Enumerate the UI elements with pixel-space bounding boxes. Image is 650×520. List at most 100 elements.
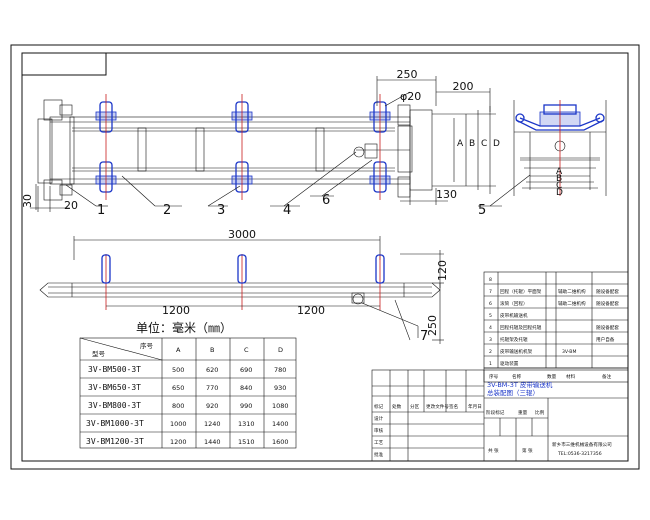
parts-header-no: 序号 — [489, 373, 499, 380]
spec-cell: 500 — [172, 366, 184, 374]
end-view: A B C D — [513, 100, 607, 198]
dim-20: 20 — [64, 199, 78, 212]
spec-cell: 920 — [206, 402, 218, 410]
end-dim-b: B — [556, 174, 562, 184]
inner-border — [21, 52, 629, 462]
tb-company: 新乡市三维机械设备有限公司 — [552, 441, 612, 448]
parts-header-qty: 数量 — [547, 373, 557, 380]
parts-name: 皮带输送机机架 — [500, 348, 533, 355]
dim-3000: 3000 — [228, 228, 256, 241]
tb-change-doc: 更改文件号 — [426, 403, 449, 410]
spec-cell: 780 — [274, 366, 286, 374]
spec-col-d: D — [278, 346, 283, 354]
dim-250-top: 250 — [397, 68, 418, 81]
spec-cell: 1400 — [272, 420, 289, 428]
spec-cell: 1440 — [204, 438, 221, 446]
dim-phi20: φ20 — [400, 90, 421, 103]
parts-no: 8 — [489, 277, 492, 283]
tb-review: 审核 — [374, 427, 384, 434]
parts-material: 辅助二维机构 — [558, 300, 586, 307]
spec-cell: 800 — [172, 402, 184, 410]
side-view: 3000 1200 1200 120 250 7 — [39, 228, 449, 344]
spec-row-model: 3V-BM1200-3T — [86, 437, 144, 446]
parts-header-name: 名称 — [512, 373, 522, 380]
parts-header-material: 材料 — [566, 373, 576, 380]
spec-cell: 620 — [206, 366, 218, 374]
spec-cell: 1080 — [272, 402, 289, 410]
spec-cell: 1510 — [238, 438, 255, 446]
tb-design: 设计 — [374, 415, 384, 422]
tb-signature: 签名 — [449, 403, 458, 410]
spec-col-b: B — [210, 346, 214, 354]
parts-note: 随设备配套 — [596, 324, 619, 331]
tb-approve: 批准 — [374, 451, 384, 458]
spec-cell: 650 — [172, 384, 184, 392]
spec-cell: 1600 — [272, 438, 289, 446]
spec-header-model: 型号 — [92, 349, 106, 358]
spec-row-model: 3V-BM500-3T — [88, 365, 141, 374]
parts-header-note: 备注 — [602, 373, 612, 380]
parts-name: 滚筒（回程） — [500, 300, 528, 307]
end-dim-a: A — [556, 167, 563, 177]
dim-130: 130 — [436, 188, 457, 201]
callout-5: 5 — [478, 203, 486, 218]
spec-cell: 1000 — [170, 420, 187, 428]
tb-process: 工艺 — [374, 440, 384, 446]
idler-set-2 — [231, 94, 253, 200]
callout-2: 2 — [163, 203, 171, 218]
parts-no: 6 — [489, 301, 492, 307]
title-block: 标记 处数 分区 更改文件号 签名 年月日 设计 审核 工艺 批准 3V-BM-… — [371, 369, 629, 462]
tb-weight: 重量 — [518, 409, 528, 416]
tb-sheet-total: 共 张 — [488, 447, 499, 454]
dim-250-side: 250 — [426, 315, 439, 336]
dim-200: 200 — [453, 80, 474, 93]
tb-mark: 标记 — [374, 403, 384, 410]
parts-note: 用户自备 — [596, 336, 615, 343]
dim-30: 30 — [21, 194, 34, 208]
tb-zone: 分区 — [410, 403, 420, 410]
spec-row-model: 3V-BM650-3T — [88, 383, 141, 392]
parts-name: 皮带机输送机 — [500, 312, 528, 319]
idler-set-1 — [95, 94, 117, 200]
top-view — [37, 99, 433, 201]
callout-1: 1 — [97, 203, 105, 218]
tb-title-line1: 3V-BM-3T 皮带输送机 — [487, 380, 553, 389]
spec-cell: 930 — [274, 384, 286, 392]
parts-no: 1 — [489, 361, 492, 367]
parts-note: 随设备配套 — [596, 288, 619, 295]
parts-no: 7 — [489, 289, 492, 295]
unit-label: 单位：毫米（㎜） — [136, 320, 232, 335]
tb-tel: TEL:0536-3217356 — [557, 451, 602, 457]
tb-stage: 阶段标记 — [486, 409, 505, 416]
spec-cell: 840 — [240, 384, 252, 392]
dim-a: A — [457, 139, 464, 149]
dim-d: D — [493, 139, 500, 149]
spec-cell: 1240 — [204, 420, 221, 428]
callout-4: 4 — [283, 203, 291, 218]
parts-name: 回程（托辊）平面架 — [500, 288, 542, 295]
dim-120: 120 — [436, 260, 449, 281]
parts-name: 回程托辊及回程托辊 — [500, 324, 542, 331]
idler-set-3 — [369, 94, 391, 200]
parts-note: 随设备配套 — [596, 300, 619, 307]
spec-cell: 1200 — [170, 438, 187, 446]
outer-border — [10, 44, 640, 470]
dim-1200-left: 1200 — [162, 304, 190, 317]
tb-sheet-no: 第 张 — [522, 447, 533, 454]
spec-cell: 770 — [206, 384, 218, 392]
spec-col-c: C — [244, 346, 249, 354]
end-dim-d: D — [556, 188, 563, 198]
tb-date: 年月日 — [468, 403, 482, 410]
dim-1200-right: 1200 — [297, 304, 325, 317]
parts-no: 5 — [489, 313, 492, 319]
parts-no: 4 — [489, 325, 492, 331]
callout-3: 3 — [217, 203, 225, 218]
callout-6: 6 — [322, 193, 330, 208]
spec-row-model: 3V-BM800-3T — [88, 401, 141, 410]
parts-name: 驱动装置 — [500, 360, 519, 367]
spec-col-a: A — [176, 346, 181, 354]
spec-row-model: 3V-BM1000-3T — [86, 419, 144, 428]
parts-no: 2 — [489, 349, 492, 355]
tb-count: 处数 — [392, 403, 402, 410]
